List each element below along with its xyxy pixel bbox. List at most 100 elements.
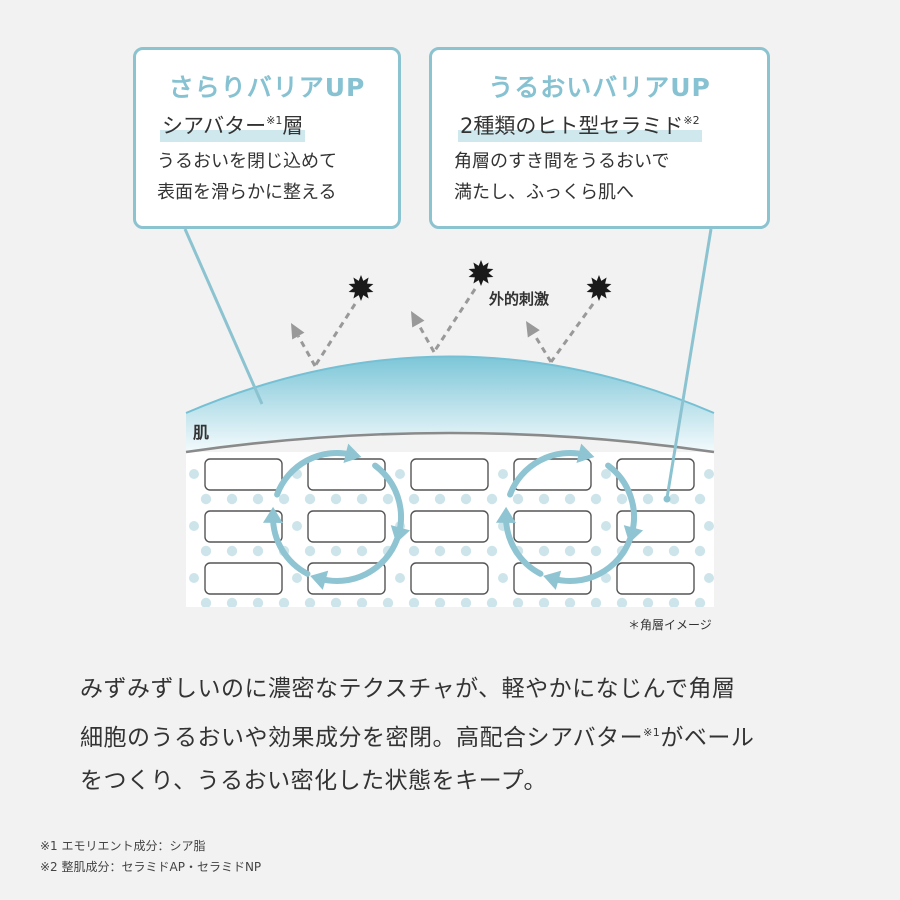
moisture-dot	[486, 597, 498, 607]
moisture-dot	[434, 597, 446, 607]
external-stimulus-label: 外的刺激	[489, 290, 550, 308]
moisture-dot	[279, 442, 289, 452]
moisture-dot	[252, 545, 264, 557]
stimulus-path	[549, 303, 595, 363]
circulation-arrow	[503, 513, 544, 577]
moisture-dot	[408, 597, 420, 607]
image-note: ＊角層イメージ	[628, 618, 712, 632]
circulation-arrow-head	[262, 506, 283, 523]
moisture-dot	[591, 442, 601, 452]
moisture-dot	[382, 597, 394, 607]
moisture-dot	[189, 521, 199, 531]
corneocyte-cell	[410, 458, 489, 491]
callout-left-subtitle: シアバター※1層	[160, 110, 306, 142]
callout-left-body-line1: うるおいを閉じ込めて	[157, 151, 337, 172]
moisture-dot	[617, 442, 627, 452]
moisture-dot	[668, 597, 680, 607]
stimulus-deflect-arrowhead	[411, 311, 425, 328]
moisture-dot	[512, 493, 524, 505]
moisture-dot	[590, 597, 602, 607]
moisture-dot	[487, 442, 497, 452]
cell-layer	[189, 442, 714, 607]
circulation-arrow-head	[576, 443, 595, 464]
moisture-dot	[564, 493, 576, 505]
moisture-dot	[642, 493, 654, 505]
circulation-arrow-head	[495, 506, 516, 523]
stimulus-path	[313, 303, 357, 367]
moisture-dot	[642, 545, 654, 557]
moisture-dot	[498, 469, 508, 479]
stimulus-deflect-arrowhead	[291, 323, 305, 340]
moisture-dot	[704, 469, 714, 479]
moisture-dot	[200, 597, 212, 607]
moisture-dot	[383, 442, 393, 452]
moisture-dot	[668, 545, 680, 557]
moisture-dot	[461, 442, 471, 452]
moisture-dot	[694, 493, 706, 505]
callout-left-subtitle-suffix: 層	[282, 114, 304, 138]
footnote-1: ※1 エモリエント成分：シア脂	[40, 839, 206, 853]
moisture-dot	[704, 521, 714, 531]
moisture-dot	[226, 493, 238, 505]
skin-surface-edge	[185, 355, 715, 414]
moisture-dot	[460, 545, 472, 557]
corneocyte-cell	[513, 510, 592, 543]
moisture-dot	[694, 597, 706, 607]
moisture-dot	[538, 493, 550, 505]
moisture-dot	[409, 442, 419, 452]
moisture-dot	[189, 573, 199, 583]
moisture-dot	[395, 469, 405, 479]
moisture-dot	[252, 493, 264, 505]
moisture-dot	[460, 493, 472, 505]
moisture-dot	[538, 597, 550, 607]
moisture-dot	[292, 521, 302, 531]
moisture-dot	[512, 597, 524, 607]
callout-left-subtitle-text: シアバター	[162, 114, 267, 138]
callout-right-pointer	[665, 228, 713, 499]
moisture-dot	[304, 597, 316, 607]
moisture-dot	[486, 545, 498, 557]
moisture-dot	[616, 493, 628, 505]
circulation-arrow	[549, 535, 634, 584]
moisture-dot	[486, 493, 498, 505]
moisture-dot	[292, 573, 302, 583]
description-line2-b: がベール	[660, 725, 755, 751]
moisture-dot	[601, 521, 611, 531]
moisture-dot	[498, 573, 508, 583]
corneocyte-cell	[204, 458, 283, 491]
moisture-dot	[434, 545, 446, 557]
callout-ceramide: うるおいバリアUP 2種類のヒト型セラミド※2 角層のすき間をうるおいで 満たし…	[429, 47, 770, 229]
moisture-dot	[200, 545, 212, 557]
moisture-dot	[668, 493, 680, 505]
moisture-dot	[226, 597, 238, 607]
moisture-dot	[330, 597, 342, 607]
moisture-dot	[330, 493, 342, 505]
callout-left-pointer	[183, 228, 264, 405]
callout-right-body-line1: 角層のすき間をうるおいで	[454, 151, 670, 172]
moisture-dot	[200, 493, 212, 505]
moisture-dot	[278, 597, 290, 607]
moisture-dot	[357, 442, 367, 452]
moisture-dot	[590, 545, 602, 557]
stimulus-path	[432, 288, 477, 353]
corneocyte-cell	[307, 510, 386, 543]
moisture-dot	[356, 493, 368, 505]
circulation-arrow-head	[343, 443, 362, 464]
circulation-arrow	[316, 535, 401, 584]
moisture-dot	[460, 597, 472, 607]
footnote-ref-1: ※1	[266, 114, 283, 127]
moisture-dot	[189, 469, 199, 479]
moisture-dot	[408, 545, 420, 557]
description-line1: みずみずしいのに濃密なテクスチャが、軽やかになじんで角層	[80, 676, 736, 702]
moisture-dot	[564, 597, 576, 607]
moisture-dot	[538, 545, 550, 557]
skin-boundary-line	[185, 431, 715, 454]
stimulus-deflect-path	[532, 333, 553, 363]
moisture-dot	[513, 442, 523, 452]
moisture-dot	[601, 573, 611, 583]
callout-left-body: うるおいを閉じ込めて 表面を滑らかに整える	[157, 146, 398, 208]
callout-right-subtitle-text: 2種類のヒト型セラミド	[460, 114, 684, 138]
moisture-dot	[330, 545, 342, 557]
circulation-arrow	[372, 462, 404, 537]
